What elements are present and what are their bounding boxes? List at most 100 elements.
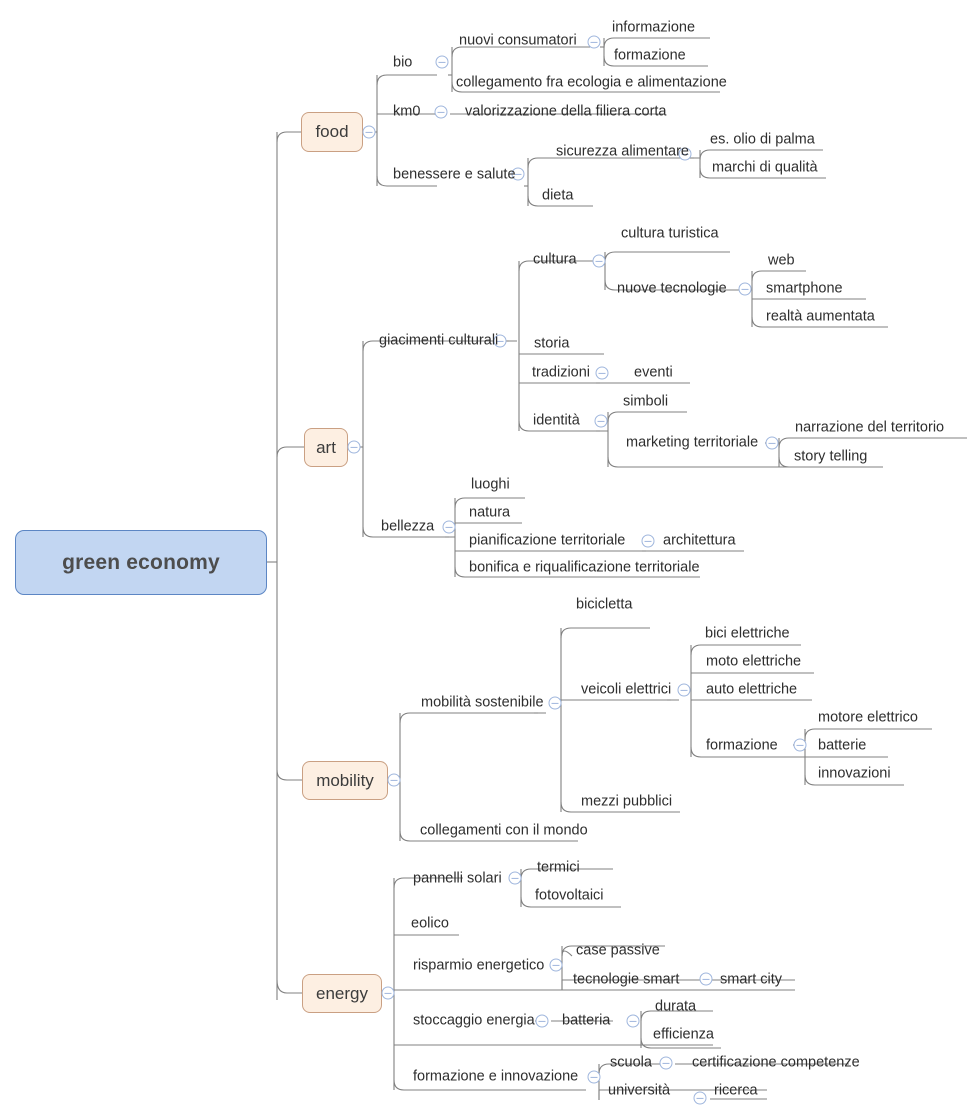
collapse-minus-icon-art[interactable] <box>347 440 361 454</box>
collapse-minus-icon-tradizioni[interactable] <box>595 366 609 380</box>
node-label-mezzi-pubblici[interactable]: mezzi pubblici <box>581 793 673 810</box>
node-label-pianificazione-territoriale[interactable]: pianificazione territoriale <box>469 532 626 549</box>
node-label-informazione[interactable]: informazione <box>612 19 696 36</box>
node-label-giacimenti-culturali[interactable]: giacimenti culturali <box>379 332 499 349</box>
node-label-certificazione-competenze[interactable]: certificazione competenze <box>692 1054 860 1071</box>
node-label-smart-city[interactable]: smart city <box>720 971 783 988</box>
node-label-bicicletta[interactable]: bicicletta <box>576 596 633 613</box>
node-label-stoccaggio-energia[interactable]: stoccaggio energia <box>413 1012 535 1029</box>
root-node-green-economy[interactable]: green economy <box>15 530 267 595</box>
node-label-bonifica-riqualificazione[interactable]: bonifica e riqualificazione territoriale <box>469 559 700 576</box>
node-label-mobilita-sostenibile[interactable]: mobilità sostenibile <box>421 694 544 711</box>
node-label-fotovoltaici[interactable]: fotovoltaici <box>535 887 604 904</box>
node-label-risparmio-energetico[interactable]: risparmio energetico <box>413 957 545 974</box>
node-label-tecnologie-smart[interactable]: tecnologie smart <box>573 971 680 988</box>
node-label-dieta[interactable]: dieta <box>542 187 574 204</box>
node-label-scuola[interactable]: scuola <box>610 1054 652 1071</box>
node-label-veicoli-elettrici[interactable]: veicoli elettrici <box>581 681 672 698</box>
branch-node-art[interactable]: art <box>304 428 348 467</box>
collapse-minus-icon-batteria[interactable] <box>626 1014 640 1028</box>
branch-node-label: energy <box>316 983 368 1003</box>
node-label-bio[interactable]: bio <box>393 54 413 71</box>
collapse-minus-icon-identita[interactable] <box>594 414 608 428</box>
collapse-minus-icon-km0[interactable] <box>434 105 448 119</box>
node-label-bellezza[interactable]: bellezza <box>381 518 435 535</box>
collapse-minus-icon-energy[interactable] <box>381 986 395 1000</box>
node-label-cultura[interactable]: cultura <box>533 251 577 268</box>
node-label-sicurezza-alimentare[interactable]: sicurezza alimentare <box>556 143 689 160</box>
collapse-minus-icon-cultura[interactable] <box>592 254 606 268</box>
collapse-minus-icon-pannelli-solari[interactable] <box>508 871 522 885</box>
collapse-minus-icon-food[interactable] <box>362 125 376 139</box>
node-label-narrazione-del-territorio[interactable]: narrazione del territorio <box>795 419 945 436</box>
node-label-smartphone[interactable]: smartphone <box>766 280 843 297</box>
node-label-km0[interactable]: km0 <box>393 103 421 120</box>
node-label-eolico[interactable]: eolico <box>411 915 449 932</box>
collapse-minus-icon-pianificazione-territoriale[interactable] <box>641 534 655 548</box>
node-label-nuove-tecnologie[interactable]: nuove tecnologie <box>617 280 727 297</box>
node-label-termici[interactable]: termici <box>537 859 580 876</box>
collapse-minus-icon-risparmio-energetico[interactable] <box>549 958 563 972</box>
collapse-minus-icon-bio[interactable] <box>435 55 449 69</box>
node-label-benessere-e-salute[interactable]: benessere e salute <box>393 166 516 183</box>
branch-node-label: food <box>315 122 349 141</box>
node-label-marketing-territoriale[interactable]: marketing territoriale <box>626 434 759 451</box>
node-label-pannelli-solari[interactable]: pannelli solari <box>413 870 502 887</box>
collapse-minus-icon-formazione-mobility[interactable] <box>793 738 807 752</box>
node-label-story-telling[interactable]: story telling <box>794 448 868 465</box>
node-label-durata[interactable]: durata <box>655 998 697 1015</box>
collapse-minus-icon-giacimenti-culturali[interactable] <box>493 334 507 348</box>
node-label-ricerca[interactable]: ricerca <box>714 1082 758 1099</box>
node-label-bici-elettriche[interactable]: bici elettriche <box>705 625 790 642</box>
collapse-minus-icon-stoccaggio-energia[interactable] <box>535 1014 549 1028</box>
node-label-batteria[interactable]: batteria <box>562 1012 611 1029</box>
node-label-realta-aumentata[interactable]: realtà aumentata <box>766 308 875 325</box>
node-label-efficienza[interactable]: efficienza <box>653 1026 714 1043</box>
collapse-minus-icon-marketing-territoriale[interactable] <box>765 436 779 450</box>
node-label-formazione-mobility[interactable]: formazione <box>706 737 778 754</box>
node-label-tradizioni[interactable]: tradizioni <box>532 364 591 381</box>
collapse-minus-icon-nuove-tecnologie[interactable] <box>738 282 752 296</box>
node-label-formazione-e-innovazione[interactable]: formazione e innovazione <box>413 1068 579 1085</box>
node-label-formazione-bio[interactable]: formazione <box>614 47 686 64</box>
node-label-simboli[interactable]: simboli <box>623 393 669 410</box>
node-label-eventi[interactable]: eventi <box>634 364 673 381</box>
collapse-minus-icon-sicurezza-alimentare[interactable] <box>678 147 692 161</box>
node-label-universita[interactable]: università <box>608 1082 671 1099</box>
branch-node-energy[interactable]: energy <box>302 974 382 1013</box>
node-label-batterie[interactable]: batterie <box>818 737 867 754</box>
node-label-auto-elettriche[interactable]: auto elettriche <box>706 681 798 698</box>
branch-node-label: mobility <box>316 770 374 790</box>
node-label-nuovi-consumatori[interactable]: nuovi consumatori <box>459 32 577 49</box>
node-label-collegamenti-con-il-mondo[interactable]: collegamenti con il mondo <box>420 822 588 839</box>
node-label-valorizzazione-filiera-corta[interactable]: valorizzazione della filiera corta <box>465 103 667 120</box>
collapse-minus-icon-mobilita-sostenibile[interactable] <box>548 696 562 710</box>
root-node-label: green economy <box>62 550 220 574</box>
collapse-minus-icon-formazione-innovazione[interactable] <box>587 1070 601 1084</box>
collapse-minus-icon-benessere-salute[interactable] <box>511 167 525 181</box>
node-label-motore-elettrico[interactable]: motore elettrico <box>818 709 918 726</box>
node-label-case-passive[interactable]: case passive <box>576 942 660 959</box>
node-label-moto-elettriche[interactable]: moto elettriche <box>706 653 802 670</box>
collapse-minus-icon-bellezza[interactable] <box>442 520 456 534</box>
node-label-natura[interactable]: natura <box>469 504 511 521</box>
collapse-minus-icon-tecnologie-smart[interactable] <box>699 972 713 986</box>
collapse-minus-icon-nuovi-consumatori[interactable] <box>587 35 601 49</box>
node-label-cultura-turistica[interactable]: cultura turistica <box>621 225 719 242</box>
collapse-minus-icon-universita[interactable] <box>693 1091 707 1105</box>
node-label-web[interactable]: web <box>768 252 795 269</box>
branch-node-food[interactable]: food <box>301 112 363 152</box>
branch-node-mobility[interactable]: mobility <box>302 761 388 800</box>
node-label-luoghi[interactable]: luoghi <box>471 476 510 493</box>
node-label-storia[interactable]: storia <box>534 335 570 352</box>
node-label-collegamento-ecologia-alimentazione[interactable]: collegamento fra ecologia e alimentazion… <box>456 74 727 91</box>
node-label-es-olio-di-palma[interactable]: es. olio di palma <box>710 131 815 148</box>
node-label-marchi-di-qualita[interactable]: marchi di qualità <box>712 159 818 176</box>
node-label-architettura[interactable]: architettura <box>663 532 736 549</box>
collapse-minus-icon-veicoli-elettrici[interactable] <box>677 683 691 697</box>
collapse-minus-icon-scuola[interactable] <box>659 1056 673 1070</box>
node-label-identita[interactable]: identità <box>533 412 580 429</box>
node-label-innovazioni[interactable]: innovazioni <box>818 765 891 782</box>
collapse-minus-icon-mobility[interactable] <box>387 773 401 787</box>
